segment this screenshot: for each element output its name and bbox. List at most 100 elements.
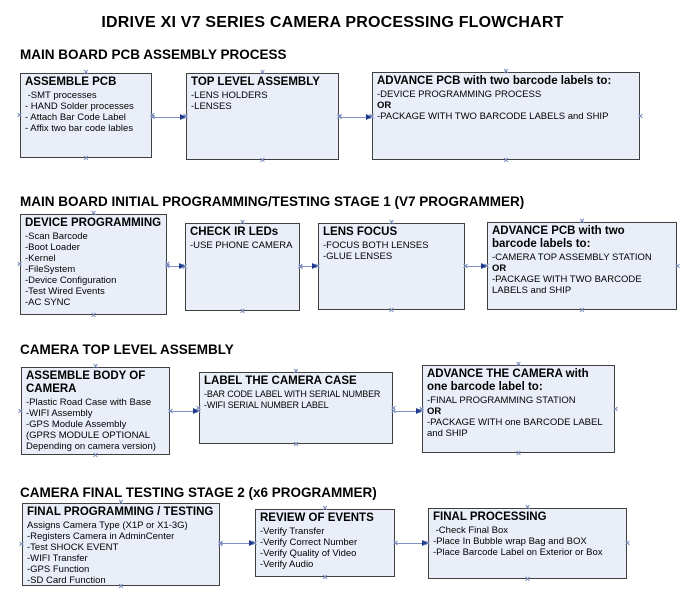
arrow-line — [153, 117, 182, 118]
arrow-line — [171, 411, 195, 412]
arrow-head-icon — [422, 540, 428, 546]
box-check-ir-leds: CHECK IR LEDs -USE PHONE CAMERA ×××× — [182, 218, 303, 316]
arrow-line — [396, 543, 424, 544]
box-title: FINAL PROGRAMMING / TESTING — [27, 506, 214, 518]
box-line: -PACKAGE WITH TWO BARCODE LABELS and SHI… — [377, 111, 609, 122]
box-final-processing: FINAL PROCESSING -Check Final Box -Place… — [425, 503, 630, 584]
connector-handle-icon: × — [18, 539, 25, 549]
connector-handle-icon: × — [259, 155, 266, 165]
box-line: -GPS Module Assembly — [26, 419, 127, 430]
box-advance-pcb-to-programming: ADVANCE PCB with two barcode labels to: … — [369, 67, 643, 165]
connector-handle-icon: × — [83, 153, 89, 163]
box-title: FINAL PROCESSING — [433, 511, 547, 523]
section-header-final-testing: CAMERA FINAL TESTING STAGE 2 (x6 PROGRAM… — [20, 485, 377, 500]
box-line: -FOCUS BOTH LENSES — [323, 240, 429, 251]
box-line: -GPS Function — [27, 564, 90, 575]
section-header-initial-programming: MAIN BOARD INITIAL PROGRAMMING/TESTING S… — [20, 194, 525, 209]
connector-handle-icon: × — [624, 538, 631, 548]
box-assemble-body-of-camera: ASSEMBLE BODY OF CAMERA -Plastic Road Ca… — [18, 362, 173, 460]
box-line: -Registers Camera in AdminCenter — [27, 531, 175, 542]
box-title: DEVICE PROGRAMMING — [25, 217, 162, 229]
connector-handle-icon: × — [637, 110, 644, 121]
connector-handle-icon: × — [90, 310, 97, 320]
arrow-line — [466, 266, 483, 267]
box-line: -SMT processes — [25, 90, 97, 101]
box-line: -LENS HOLDERS — [191, 90, 268, 101]
box-line: -Test Wired Events — [25, 286, 105, 297]
box-device-programming: DEVICE PROGRAMMING -Scan Barcode -Boot L… — [17, 209, 170, 320]
box-line: -Verify Transfer — [260, 526, 325, 537]
box-line: -USE PHONE CAMERA — [190, 240, 293, 251]
box-line: (GPRS MODULE OPTIONAL Depending on camer… — [26, 430, 156, 452]
flow-arrow: ×× — [393, 539, 430, 548]
box-title: ADVANCE THE CAMERA with one barcode labe… — [427, 368, 589, 393]
connector-handle-icon: × — [92, 450, 99, 460]
arrow-line — [221, 543, 251, 544]
arrow-head-icon — [312, 263, 318, 269]
box-line: -Device Configuration — [25, 275, 117, 286]
box-line: - HAND Solder processes — [25, 101, 134, 112]
box-line: -Scan Barcode — [25, 231, 88, 242]
connector-handle-icon: × — [674, 260, 681, 271]
arrow-head-icon — [249, 540, 255, 546]
connector-handle-icon: × — [579, 305, 585, 315]
box-line-or: OR — [427, 406, 442, 417]
box-line-or: OR — [492, 263, 507, 274]
connector-handle-icon: × — [515, 448, 522, 458]
box-title: ASSEMBLE BODY OF CAMERA — [26, 370, 146, 395]
box-line: - Affix two bar code lables — [25, 123, 134, 134]
box-line: -BAR CODE LABEL WITH SERIAL NUMBER — [204, 389, 381, 399]
flow-arrow: ×× — [150, 113, 188, 122]
box-line: Assigns Camera Type (X1P or X1-3G) — [27, 520, 188, 531]
box-review-of-events: REVIEW OF EVENTS -Verify Transfer -Verif… — [252, 504, 398, 582]
arrow-line — [301, 266, 314, 267]
box-top-level-assembly: TOP LEVEL ASSEMBLY -LENS HOLDERS -LENSES… — [183, 68, 342, 165]
box-final-programming-testing: FINAL PROGRAMMING / TESTING Assigns Came… — [19, 498, 223, 591]
box-line: -Boot Loader — [25, 242, 80, 253]
box-line: -Verify Audio — [260, 559, 314, 570]
box-line: -Verify Correct Number — [260, 537, 358, 548]
box-line: -DEVICE PROGRAMMING PROCESS — [377, 89, 542, 100]
box-line: -Check Final Box — [433, 525, 508, 536]
arrow-head-icon — [366, 114, 372, 120]
box-advance-camera: ADVANCE THE CAMERA with one barcode labe… — [419, 360, 618, 458]
connector-handle-icon: × — [322, 572, 328, 582]
box-title: CHECK IR LEDs — [190, 226, 279, 238]
flow-arrow: ×× — [168, 407, 201, 416]
box-line: -CAMERA TOP ASSEMBLY STATION — [492, 252, 652, 263]
box-line: - Attach Bar Code Label — [25, 112, 126, 123]
section-header-pcb-assembly: MAIN BOARD PCB ASSEMBLY PROCESS — [20, 47, 287, 62]
arrow-head-icon — [481, 263, 487, 269]
box-line: -WIFI Assembly — [26, 408, 93, 419]
box-line: -FileSystem — [25, 264, 76, 275]
box-title: LENS FOCUS — [323, 226, 398, 238]
arrow-head-icon — [416, 408, 422, 414]
arrow-head-icon — [180, 114, 186, 120]
box-line: -Test SHOCK EVENT — [27, 542, 119, 553]
connector-handle-icon: × — [524, 574, 531, 584]
connector-handle-icon: × — [16, 110, 23, 120]
box-lens-focus: LENS FOCUS -FOCUS BOTH LENSES -GLUE LENS… — [315, 218, 468, 315]
box-line: -AC SYNC — [25, 297, 71, 308]
box-line: -WIFI SERIAL NUMBER LABEL — [204, 400, 329, 410]
connector-handle-icon: × — [612, 403, 619, 414]
box-label-camera-case: LABEL THE CAMERA CASE -BAR CODE LABEL WI… — [196, 367, 396, 449]
box-title: ADVANCE PCB with two barcode labels to: — [377, 75, 612, 87]
box-assemble-pcb: ASSEMBLE PCB -SMT processes - HAND Solde… — [17, 68, 155, 163]
box-title: REVIEW OF EVENTS — [260, 512, 374, 524]
box-line: -LENSES — [191, 101, 232, 112]
flow-arrow: ×× — [337, 113, 374, 122]
flow-arrow: ×× — [298, 262, 320, 271]
box-line: -Place Barcode Label on Exterior or Box — [433, 547, 603, 558]
box-line: -Place In Bubble wrap Bag and BOX — [433, 536, 587, 547]
box-title: ADVANCE PCB with two barcode labels to: — [492, 225, 625, 250]
arrow-line — [340, 117, 368, 118]
connector-handle-icon: × — [388, 305, 395, 315]
arrow-head-icon — [179, 263, 185, 269]
box-title: TOP LEVEL ASSEMBLY — [191, 76, 320, 88]
flow-arrow: ×× — [391, 407, 424, 416]
box-line: -Plastic Road Case with Base — [26, 397, 152, 408]
page-title: IDRIVE XI V7 SERIES CAMERA PROCESSING FL… — [101, 14, 564, 31]
flow-arrow: ×× — [218, 539, 257, 548]
box-line: -FINAL PROGRAMMING STATION — [427, 395, 576, 406]
